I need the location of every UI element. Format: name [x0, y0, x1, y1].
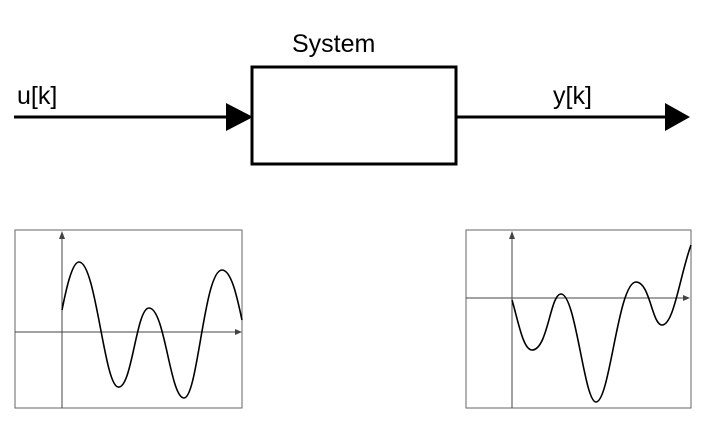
system-box — [250, 65, 458, 166]
output-signal-plot — [465, 229, 692, 409]
system-label: System — [292, 30, 375, 58]
output-plot-frame — [465, 229, 692, 409]
output-signal-curve — [511, 244, 692, 403]
output-label: y[k] — [553, 82, 592, 110]
input-label: u[k] — [17, 82, 57, 110]
input-plot-y-axis-arrow — [59, 231, 65, 239]
input-plot-x-axis-arrow — [235, 329, 242, 335]
output-arrowhead — [665, 103, 690, 131]
input-plot-frame — [14, 229, 243, 409]
input-signal-curve — [61, 261, 243, 399]
input-signal-plot — [14, 229, 243, 409]
input-arrowhead — [226, 103, 253, 131]
output-plot-x-axis-arrow — [683, 295, 690, 301]
output-plot-y-axis-arrow — [509, 231, 515, 239]
